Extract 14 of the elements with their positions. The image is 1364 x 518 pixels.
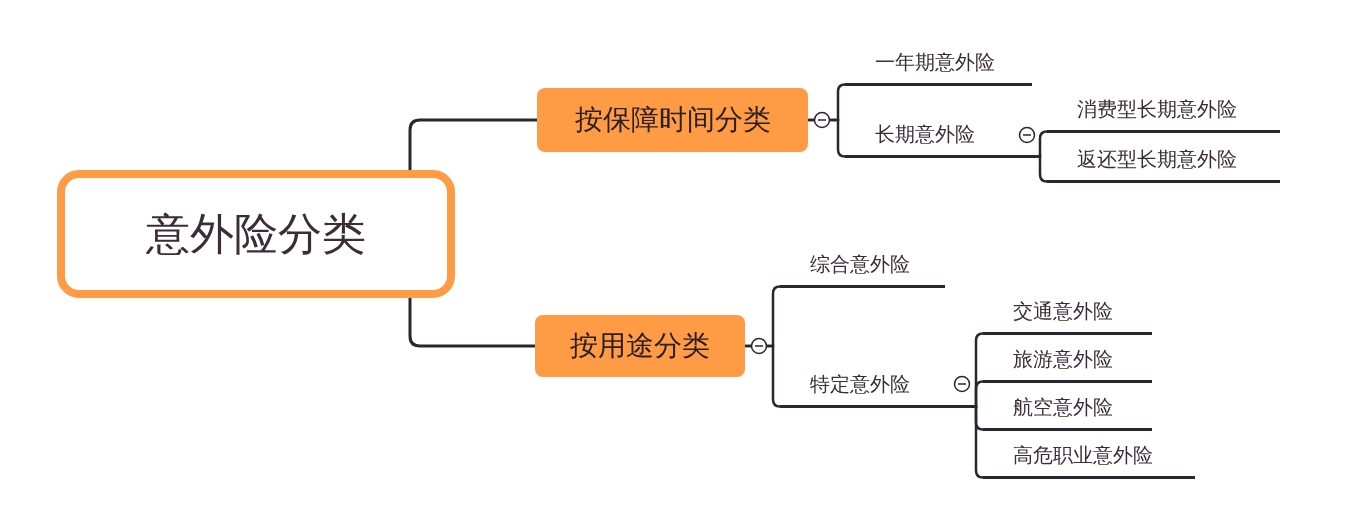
- topic-label: 高危职业意外险: [983, 438, 1195, 479]
- central-topic-box: 意外险分类: [57, 170, 455, 298]
- topic-label: 交通意外险: [983, 294, 1152, 335]
- topic-box: 按用途分类: [535, 315, 745, 377]
- topic-label: 航空意外险: [983, 390, 1152, 431]
- topic-label: 消费型长期意外险: [1047, 92, 1280, 133]
- topic-label: 旅游意外险: [983, 342, 1152, 383]
- topic-box: 按保障时间分类: [537, 88, 808, 152]
- connector-line: [408, 118, 537, 170]
- topic-label: 一年期意外险: [845, 45, 1032, 86]
- connector-line: [408, 298, 535, 348]
- topic-label: 综合意外险: [780, 247, 945, 288]
- connector-line: [1035, 155, 1048, 183]
- topic-label: 返还型长期意外险: [1047, 142, 1280, 183]
